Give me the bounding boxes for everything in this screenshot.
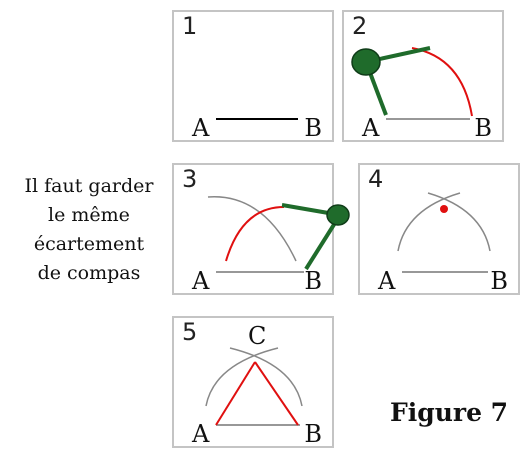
step-number: 1 [182,12,198,40]
intersection-point [440,205,448,213]
note-line: écartement [33,233,145,255]
label-b: B [304,114,322,142]
side-bc [254,361,299,426]
left-arc [397,192,461,252]
panel-4: 4 A B [358,163,520,295]
label-a: A [192,267,210,295]
label-a: A [192,420,210,448]
figure-label: Figure 7 [390,398,509,427]
label-a: A [192,114,210,142]
label-a: A [378,267,396,295]
panel-1: 1 A B [172,10,334,142]
compass-head-icon [326,204,350,226]
label-a: A [362,114,380,142]
label-b: B [490,267,508,295]
note-line: le même [48,204,130,226]
panel-2-drawing [351,46,473,120]
note-line: Il faut garder [24,175,154,197]
compass-head-icon [351,48,381,76]
step-number: 3 [182,165,198,193]
panel-2: 2 A B [342,10,504,142]
red-arc [225,206,285,262]
panel-3: 3 A B [172,163,350,295]
step-number: 2 [352,12,368,40]
label-b: B [474,114,492,142]
panel-3-drawing [207,196,350,273]
label-b: B [304,267,322,295]
panel-5-drawing [205,347,303,426]
label-c: C [248,322,267,350]
panel-4-drawing [397,192,491,273]
side-ac [215,361,256,426]
left-arc [205,347,279,407]
right-arc [229,347,303,407]
note-line: de compas [37,262,141,284]
panel-1-drawing [216,118,298,120]
red-arc [411,47,473,117]
panel-5: 5 C A B [172,316,334,448]
step-number: 4 [368,165,384,193]
label-b: B [304,420,322,448]
instruction-note: Il faut garder le même écartement de com… [4,172,174,288]
right-arc [427,192,491,252]
gray-arc [207,196,297,262]
step-number: 5 [182,318,198,346]
